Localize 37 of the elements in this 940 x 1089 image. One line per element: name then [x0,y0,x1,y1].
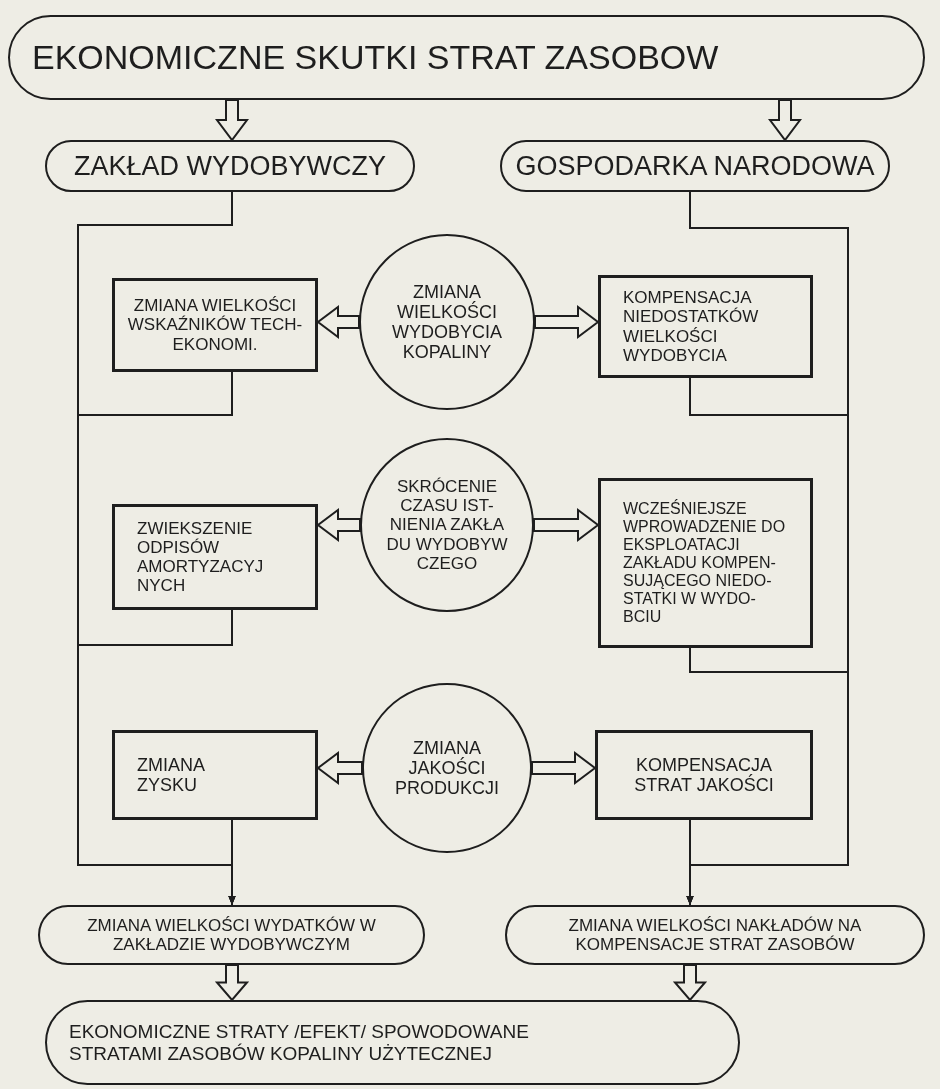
hollow-arrow [215,99,249,142]
hollow-arrow [768,99,802,142]
process-box [112,278,318,372]
hollow-arrow [214,964,250,1002]
connector-line [686,819,694,906]
category-pill [500,140,890,192]
category-pill [45,140,415,192]
node-text: ZMIANA WIELKOŚCI WSKAŹNIKÓW TECH-EKONOMI. [127,296,303,354]
hollow-arrow [672,964,708,1002]
hollow-arrow [534,305,600,339]
node-text: GOSPODARKA NARODOWA [515,150,875,182]
node-text: KOMPENSACJA NIEDOSTATKÓW WIELKOŚCI WYDOBYCIA [623,288,760,365]
process-box [112,504,318,610]
hollow-arrow [316,751,363,785]
node-text: ZAKŁAD WYDOBYWCZY [74,150,386,182]
process-box [598,275,813,378]
node-text: EKONOMICZNE SKUTKI STRAT ZASOBOW [32,38,719,77]
process-box [595,730,813,820]
hollow-arrow [316,305,360,339]
hollow-arrow [531,751,597,785]
node-text: ZMIANA WIELKOŚCI WYDOBYCIA KOPALINY [391,281,503,363]
hollow-arrow [316,508,361,542]
connector-line [228,819,236,906]
node-text: ZMIANA ZYSKU [137,754,206,796]
result-pill [38,905,425,965]
node-text: ZMIANA WIELKOŚCI NAKŁADÓW NA KOMPENSACJE STRAT ZASOBÓW [567,915,863,955]
result-pill [505,905,925,965]
node-text: EKONOMICZNE STRATY /EFEKT/ SPOWODOWANE STRATAMI ZASOBÓW KOPALINY UŻYTECZNEJ [69,1021,530,1064]
process-box [112,730,318,820]
node-text: KOMPENSACJA STRAT JAKOŚCI [633,754,775,796]
node-text: WCZEŚNIEJSZE WPROWADZENIE DO EKSPLOATACJI ZAKŁADU KOMPEN- SUJĄCEGO NIEDO- STATKI W WYDO- BCIU [623,500,787,626]
hollow-arrow [533,508,600,542]
node-text: ZMIANA JAKOŚCI PRODUKCJI [394,737,500,799]
node-text: ZWIEKSZENIE ODPISÓW AMORTYZACYJ NYCH [137,518,265,596]
node-text: ZMIANA WIELKOŚCI WYDATKÓW W ZAKŁADZIE WYDOBYWCZYM [86,915,377,955]
node-text: SKRÓCENIE CZASU IST- NIENIA ZAKŁA DU WYDOBYW CZEGO [385,477,509,573]
process-box [598,478,813,648]
